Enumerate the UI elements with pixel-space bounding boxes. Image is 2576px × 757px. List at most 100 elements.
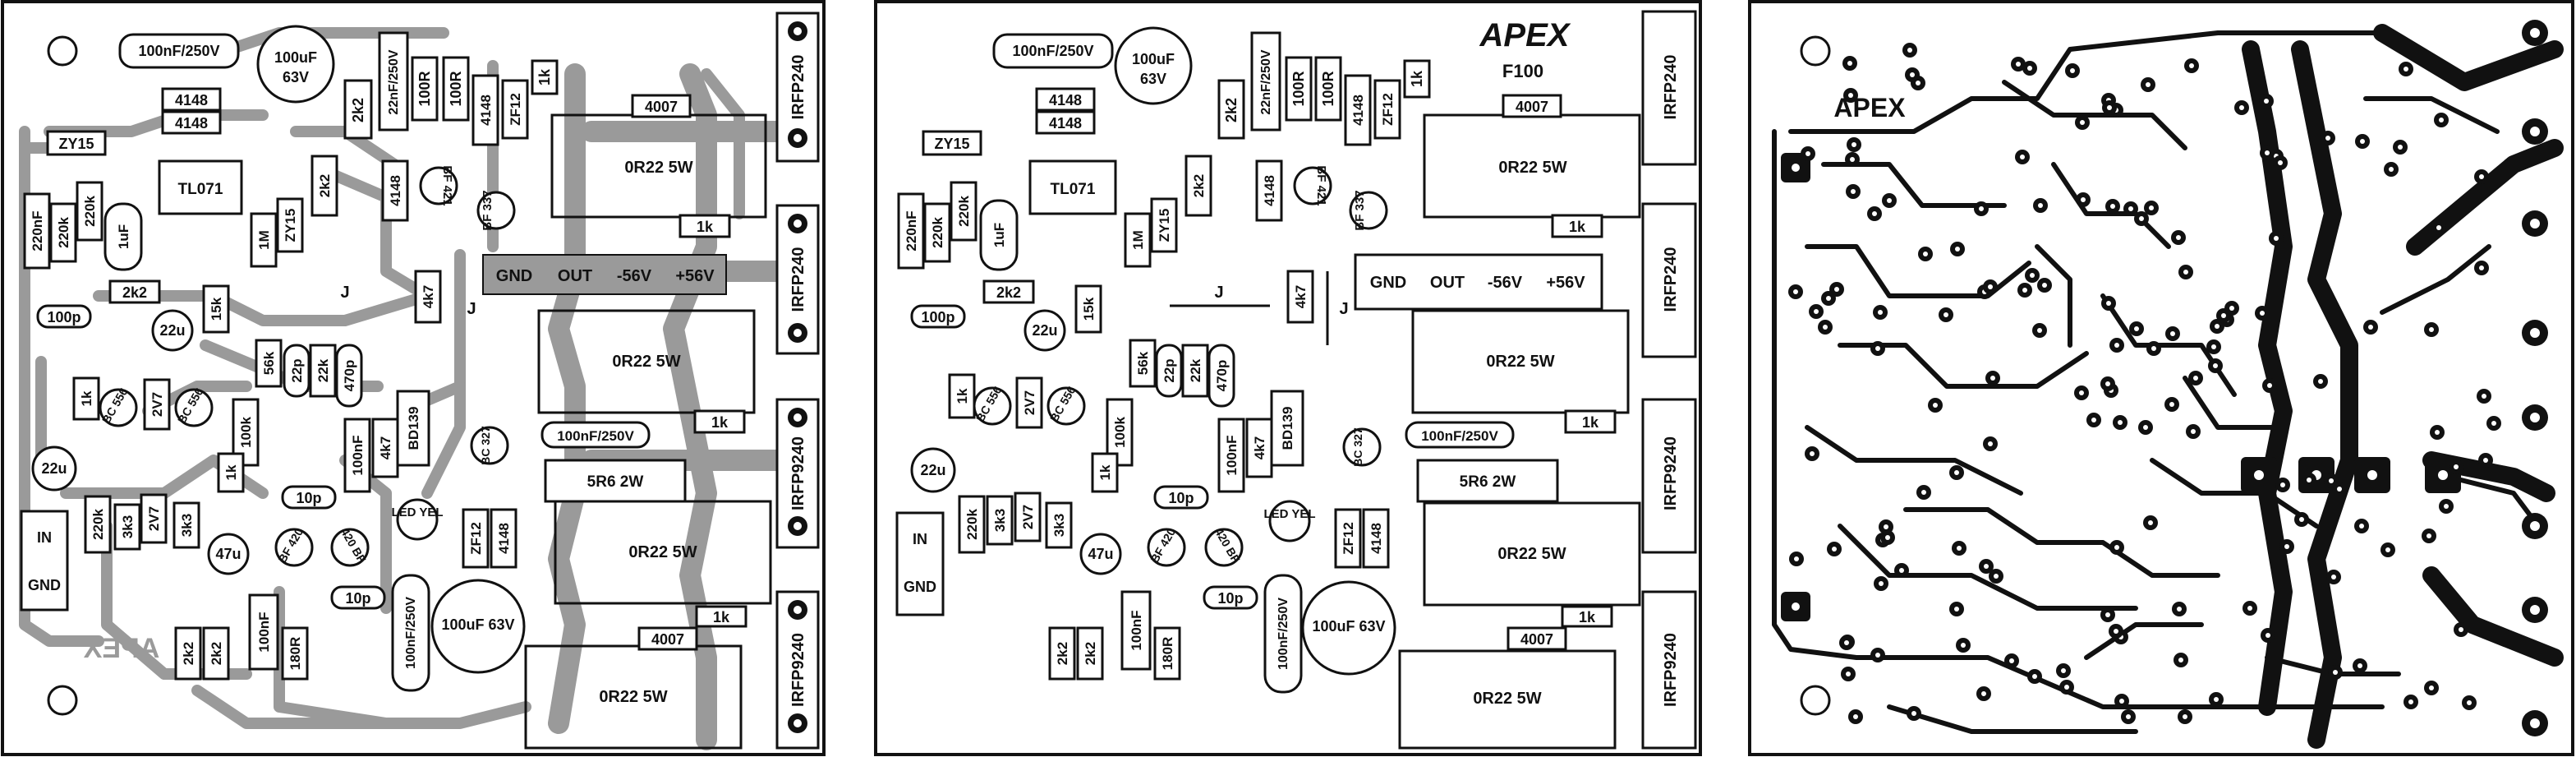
cap-label: 1uF xyxy=(116,224,131,249)
cap-label: 22nF/250V xyxy=(1259,49,1273,114)
solder-pad-hole xyxy=(1848,93,1853,98)
silkscreen-components: 100nF/250V 100uF 63V 22nF/250V 2k2 100R … xyxy=(895,26,1617,694)
solder-pad-hole xyxy=(2189,63,2194,68)
resistor-label: 100R xyxy=(416,71,433,106)
led-label: LED YEL xyxy=(1263,507,1315,521)
cap-label: 100p xyxy=(47,309,80,325)
resistor-label: 3k3 xyxy=(1051,514,1067,537)
zener-label: ZF12 xyxy=(468,522,484,555)
solder-pad-hole xyxy=(2149,205,2154,210)
gnd-terminal-label: GND xyxy=(1370,274,1406,292)
copper-pads xyxy=(1781,20,2548,736)
solder-pad-hole xyxy=(2139,216,2144,221)
solder-pad-hole xyxy=(2061,668,2066,673)
solder-pad-hole xyxy=(2479,265,2484,270)
solder-pad-hole xyxy=(1847,61,1852,66)
resistor-label: 2k2 xyxy=(1223,98,1240,122)
cap-label: 100uF 63V xyxy=(441,616,514,633)
solder-pad-hole xyxy=(1826,296,1831,301)
solder-pad-hole xyxy=(2080,120,2085,125)
solder-pad-hole xyxy=(2491,421,2496,426)
solder-pad-hole xyxy=(2331,575,2336,579)
resistor-label: 2k2 xyxy=(1055,642,1070,665)
resistor-label: 4k7 xyxy=(1293,285,1309,308)
solder-pad-hole xyxy=(1911,711,1916,716)
resistor-label: 3k3 xyxy=(120,515,136,538)
resistor-label: 100k xyxy=(1112,417,1128,448)
model-label: F100 xyxy=(1502,61,1543,81)
solder-pad-hole xyxy=(2143,425,2148,430)
solder-pad-hole xyxy=(1850,157,1855,162)
resistor-label: 2k2 xyxy=(317,174,333,197)
solder-pad-hole xyxy=(2436,225,2441,230)
solder-pad-hole xyxy=(2426,533,2431,538)
solder-pad-hole xyxy=(2307,478,2312,482)
irfp240-label: IRFP240 xyxy=(789,247,807,312)
resistor-label: 2k2 xyxy=(181,642,196,665)
cap-label: 100nF/250V xyxy=(404,597,418,669)
solder-pad-hole xyxy=(2333,670,2338,675)
solder-pad-hole xyxy=(2211,344,2216,349)
cap-label: 100nF/250V xyxy=(138,43,219,59)
zener-label: 2V7 xyxy=(150,392,165,417)
resistor-label: 56k xyxy=(1135,351,1151,375)
cap-label: 10p xyxy=(296,490,321,506)
diode-label: 4148 xyxy=(388,175,403,206)
cap-label: 47u xyxy=(1088,546,1113,562)
solder-pad-hole xyxy=(2429,685,2434,690)
plus56v-terminal-label: +56V xyxy=(675,267,715,285)
resistor-label: 0R22 5W xyxy=(612,353,680,371)
solder-pad-hole xyxy=(2266,633,2270,638)
irfp9240-label: IRFP9240 xyxy=(789,633,807,707)
cap-label: 100uF xyxy=(1132,51,1175,67)
resistor-label: 220k xyxy=(956,196,972,227)
zener-label: ZF12 xyxy=(508,93,523,126)
resistor-label: 1k xyxy=(536,68,553,85)
solder-pad-hole xyxy=(1979,206,1984,211)
resistor-label: 4k7 xyxy=(421,285,436,308)
resistor-label: 1k xyxy=(1582,414,1599,431)
solder-pad-hole xyxy=(1933,403,1938,408)
resistor-label: 3k3 xyxy=(179,514,195,537)
solder-pad-hole xyxy=(2151,346,2156,351)
solder-pad-hole xyxy=(2435,430,2440,435)
solder-pad-hole xyxy=(1955,247,1960,252)
cap-label: 220nF xyxy=(30,210,45,251)
solder-pad-hole xyxy=(1957,546,1962,551)
solder-pad-hole xyxy=(2114,629,2118,634)
panel-silkscreen: IRFP240 IRFP240 IRFP9240 IRFP9240 APEX F… xyxy=(874,0,1702,756)
irfp9240-label: IRFP9240 xyxy=(789,436,807,510)
transistor-label: BC 327 xyxy=(1351,427,1364,467)
solder-pad-hole xyxy=(1875,346,1880,351)
transistor-label: BD139 xyxy=(1280,407,1295,450)
solder-pad-hole xyxy=(2118,420,2123,425)
solder-pad-hole xyxy=(2284,544,2289,549)
cap-label: 100nF/250V xyxy=(1012,43,1093,59)
resistor-label: 5R6 2W xyxy=(587,473,644,491)
solder-pad-hole xyxy=(2079,390,2084,395)
resistor-label: 2k2 xyxy=(1083,642,1098,665)
opamp-label: TL071 xyxy=(178,181,223,198)
resistor-label: 22k xyxy=(315,358,331,382)
solder-pad-hole xyxy=(1834,287,1839,292)
solder-pad-hole xyxy=(2105,381,2110,386)
cap-label: 100nF xyxy=(350,435,366,475)
solder-pad-hole xyxy=(2177,607,2182,612)
solder-pad-hole xyxy=(1794,556,1799,561)
solder-pad-hole xyxy=(1872,211,1877,216)
solder-pad-hole xyxy=(1846,672,1851,676)
diode-label: 4007 xyxy=(651,631,684,648)
jumper-label: J xyxy=(340,284,349,302)
solder-pad-hole xyxy=(2134,326,2139,331)
irfp9240-label: IRFP9240 xyxy=(1662,436,1680,510)
solder-pad-hole xyxy=(2022,288,2027,293)
solder-pad-hole xyxy=(1916,81,1920,85)
solder-pad-hole xyxy=(1954,607,1959,612)
resistor-label: 4k7 xyxy=(1252,436,1267,459)
cap-label: 22u xyxy=(920,462,945,478)
solder-pad-hole xyxy=(2170,331,2175,336)
solder-pad-hole xyxy=(2358,663,2362,668)
solder-pad-hole xyxy=(1814,309,1819,314)
cap-label: 100nF/250V xyxy=(557,428,634,444)
cap-label: 100nF/250V xyxy=(1276,598,1290,670)
